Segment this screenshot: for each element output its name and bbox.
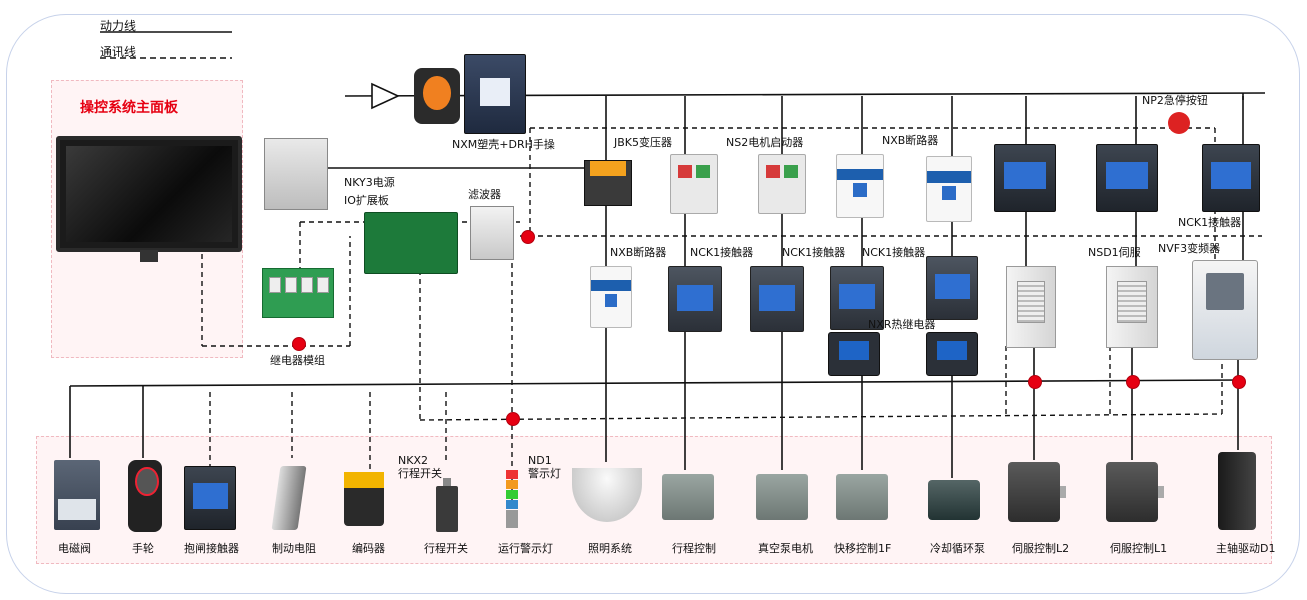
legend-comm-label: 通讯线: [100, 45, 137, 59]
lower-power-bus: [69, 379, 1244, 387]
caption-coolant-pump: 冷却循环泵: [930, 542, 985, 555]
molded-case-breaker: [464, 54, 526, 134]
label-main-switch: NXM塑壳+DRH手操: [452, 138, 555, 151]
encoder: [344, 472, 384, 526]
incoming-arrow-icon: [371, 82, 400, 110]
nxb-breaker-top-2: [926, 156, 972, 222]
thermal-relay-2: [926, 332, 978, 376]
junction-dot: [1126, 375, 1140, 389]
label-io-board: IO扩展板: [344, 194, 389, 207]
thermal-relay-1: [828, 332, 880, 376]
label-filter: 滤波器: [468, 188, 501, 201]
caption-limit-switch: 行程开关: [424, 542, 468, 555]
handwheel: [128, 460, 162, 532]
label-nxb-breaker: NXB断路器: [610, 246, 667, 259]
nck1-contactor-2: [750, 266, 804, 332]
io-expansion-board: [364, 212, 458, 274]
rapid-traverse-motor: [836, 474, 888, 520]
caption-warning-light: 运行警示灯: [498, 542, 553, 555]
emergency-stop-icon: [1168, 112, 1190, 134]
nxb-breaker: [590, 266, 632, 328]
travel-gear-motor: [662, 474, 714, 520]
jbk5-transformer: [584, 160, 632, 206]
contactor-top-3: [1202, 144, 1260, 212]
brake-contactor: [184, 466, 236, 530]
nck1-contactor-3: [830, 266, 884, 330]
label-nck1-1: NCK1接触器: [690, 246, 754, 259]
label-nck1-right: NCK1接触器: [1178, 216, 1242, 229]
nsd1-servo-drive-1: [1006, 266, 1056, 348]
legend-power-label: 动力线: [100, 19, 137, 33]
caption-travel-control: 行程控制: [672, 542, 716, 555]
label-nck1-3: NCK1接触器: [862, 246, 926, 259]
caption-servo-l1: 伺服控制L1: [1110, 542, 1168, 555]
field-devices-zone: [36, 436, 1272, 564]
ns2-starter-1: [670, 154, 718, 214]
ns2-starter-2: [758, 154, 806, 214]
caption-servo-l2: 伺服控制L2: [1012, 542, 1070, 555]
nck1-contactor-1: [668, 266, 722, 332]
nxb-breaker-top-1: [836, 154, 884, 218]
caption-brake-contactor: 抱闸接触器: [184, 542, 239, 555]
diagram-frame: [6, 14, 1300, 594]
emi-filter: [470, 206, 514, 260]
junction-dot: [506, 412, 520, 426]
caption-encoder: 编码器: [352, 542, 385, 555]
label-e-stop: NP2急停按钮: [1142, 94, 1208, 107]
junction-dot: [1232, 375, 1246, 389]
junction-dot: [1028, 375, 1042, 389]
label-nd1: ND1 警示灯: [528, 454, 561, 480]
caption-spindle: 主轴驱动D1: [1216, 542, 1276, 555]
label-nsd1: NSD1伺服: [1088, 246, 1141, 259]
nky3-power-supply: [264, 138, 328, 210]
label-nky3: NKY3电源: [344, 176, 395, 189]
label-ns2-starter: NS2电机启动器: [726, 136, 804, 149]
label-nck1-2: NCK1接触器: [782, 246, 846, 259]
caption-lighting: 照明系统: [588, 542, 632, 555]
junction-dot: [521, 230, 535, 244]
label-nvf3: NVF3变频器: [1158, 242, 1221, 255]
hmi-monitor: [56, 136, 242, 262]
label-nxr-relay: NXR热继电器: [868, 318, 936, 331]
caption-solenoid-valve: 电磁阀: [58, 542, 91, 555]
warning-tower-light: [506, 470, 518, 528]
rotary-handle: [414, 68, 460, 124]
solenoid-valve: [54, 460, 100, 530]
caption-rapid-traverse: 快移控制1F: [834, 542, 892, 555]
servo-motor-l2: [1008, 462, 1066, 522]
vacuum-pump-motor: [756, 474, 808, 520]
panel-title: 操控系统主面板: [80, 100, 178, 116]
nck1-contactor-4: [926, 256, 978, 320]
label-transformer: JBK5变压器: [614, 136, 673, 149]
servo-motor-l1: [1106, 462, 1164, 522]
relay-module: [262, 268, 334, 318]
limit-switch: [436, 478, 458, 532]
spindle-motor: [1218, 452, 1256, 530]
contactor-top-1: [994, 144, 1056, 212]
caption-brake-resistor: 制动电阻: [272, 542, 316, 555]
label-relay-module: 继电器模组: [270, 354, 325, 367]
label-nxb-breaker-top: NXB断路器: [882, 134, 939, 147]
caption-handwheel: 手轮: [132, 542, 154, 555]
coolant-pump: [928, 480, 980, 520]
junction-dot: [292, 337, 306, 351]
label-nkx2: NKX2 行程开关: [398, 454, 442, 480]
nsd1-servo-drive-2: [1106, 266, 1158, 348]
caption-vacuum-pump: 真空泵电机: [758, 542, 813, 555]
contactor-top-2: [1096, 144, 1158, 212]
nvf3-vfd: [1192, 260, 1258, 360]
